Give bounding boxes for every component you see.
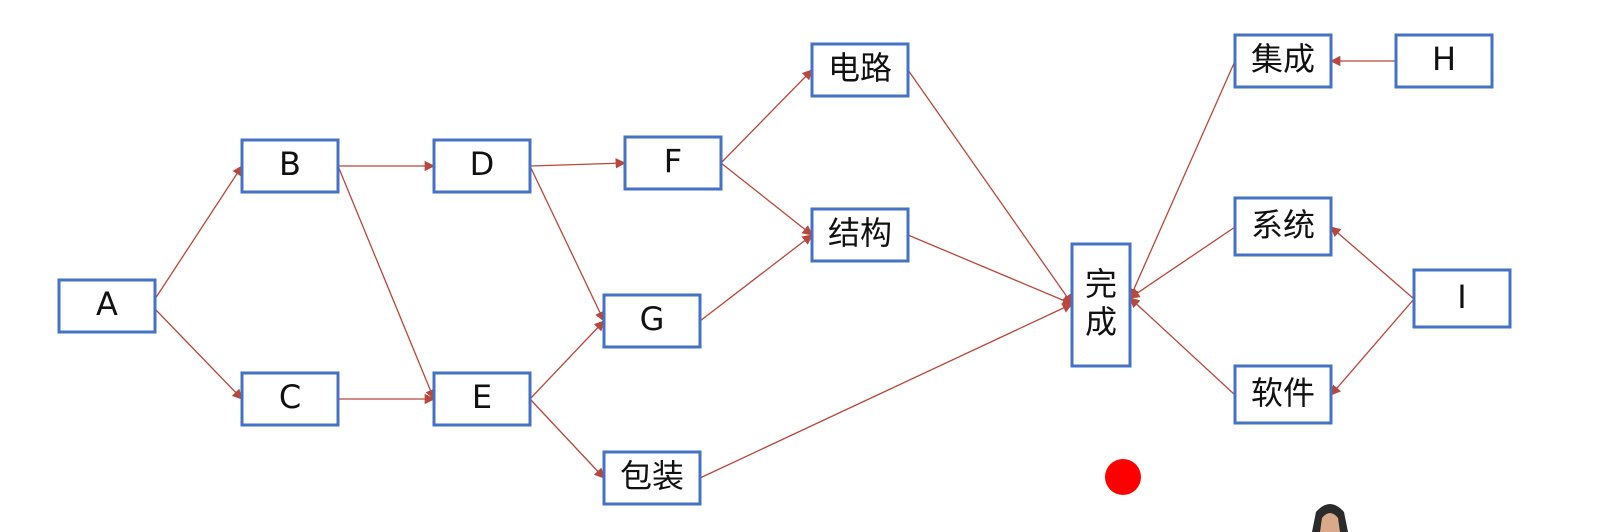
node-integration: 集成 bbox=[1233, 33, 1333, 89]
node-complete-label: 完成 bbox=[1085, 265, 1117, 341]
edge-structure-to-complete bbox=[907, 234, 1073, 306]
node-circuit-label: 电路 bbox=[828, 49, 892, 87]
edge-d-to-f bbox=[529, 158, 627, 169]
node-g-label: G bbox=[640, 300, 665, 338]
node-i: I bbox=[1412, 268, 1512, 329]
edge-e-to-g bbox=[529, 320, 605, 400]
node-f-label: F bbox=[664, 142, 682, 180]
edge-f-to-structure bbox=[720, 162, 813, 236]
node-d: D bbox=[432, 138, 532, 194]
node-b: B bbox=[240, 138, 340, 194]
node-e-label: E bbox=[472, 378, 492, 416]
edge-e-to-packaging bbox=[529, 398, 605, 479]
node-software: 软件 bbox=[1233, 364, 1333, 425]
node-circuit: 电路 bbox=[810, 42, 910, 98]
node-f: F bbox=[623, 135, 723, 191]
node-h-label: H bbox=[1432, 40, 1456, 78]
node-structure-label: 结构 bbox=[828, 214, 892, 252]
node-system-label: 系统 bbox=[1251, 206, 1315, 244]
node-integration-label: 集成 bbox=[1251, 40, 1315, 78]
edge-integration-to-complete bbox=[1129, 60, 1236, 299]
node-e: E bbox=[432, 371, 532, 427]
node-packaging: 包装 bbox=[602, 450, 702, 506]
edge-system-to-complete bbox=[1129, 226, 1236, 299]
edge-circuit-to-complete bbox=[907, 69, 1073, 305]
nodes-layer: A B C D E F G 包装 bbox=[57, 33, 1512, 506]
node-a: A bbox=[57, 278, 157, 334]
edge-f-to-circuit bbox=[720, 69, 813, 164]
edge-a-to-b bbox=[154, 165, 243, 300]
edge-g-to-structure bbox=[699, 234, 813, 322]
edge-packaging-to-complete bbox=[699, 303, 1073, 479]
node-complete: 完成 bbox=[1070, 242, 1132, 368]
node-c-label: C bbox=[279, 378, 301, 416]
presenter-avatar bbox=[1312, 504, 1348, 532]
edge-b-to-e bbox=[337, 165, 436, 400]
edge-i-to-software bbox=[1330, 298, 1415, 396]
edge-software-to-complete bbox=[1129, 297, 1236, 396]
node-d-label: D bbox=[470, 145, 495, 183]
node-c: C bbox=[240, 371, 340, 427]
edge-d-to-g bbox=[529, 165, 605, 322]
laser-pointer-dot bbox=[1105, 459, 1141, 495]
node-i-label: I bbox=[1457, 278, 1466, 316]
node-system: 系统 bbox=[1233, 196, 1333, 257]
node-software-label: 软件 bbox=[1251, 374, 1315, 412]
node-b-label: B bbox=[279, 145, 301, 183]
node-packaging-label: 包装 bbox=[620, 457, 684, 495]
edge-i-to-system bbox=[1330, 226, 1415, 300]
edges-layer bbox=[154, 55, 1415, 479]
node-h: H bbox=[1394, 33, 1494, 89]
edge-a-to-c bbox=[154, 308, 243, 400]
node-structure: 结构 bbox=[810, 207, 910, 263]
node-a-label: A bbox=[96, 285, 118, 323]
node-g: G bbox=[602, 293, 702, 349]
